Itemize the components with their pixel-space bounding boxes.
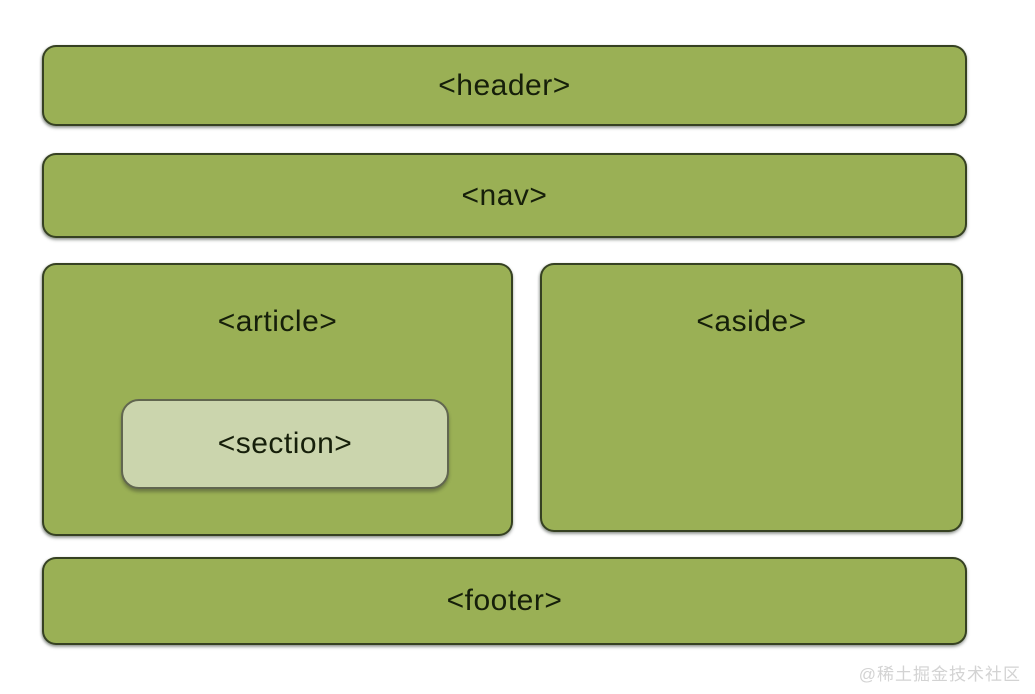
header-tag-label: <header> — [438, 68, 571, 102]
diagram-block-article: <article> <section> — [42, 263, 513, 536]
diagram-block-header: <header> — [42, 45, 967, 126]
aside-tag-label: <aside> — [696, 305, 807, 338]
article-tag-label: <article> — [217, 305, 338, 338]
watermark: @稀土掘金技术社区 — [858, 665, 1021, 684]
diagram-block-section: <section> — [121, 399, 449, 489]
diagram-block-aside: <aside> — [540, 263, 963, 532]
footer-tag-label: <footer> — [446, 584, 563, 617]
diagram-block-footer: <footer> — [42, 557, 967, 645]
diagram-block-nav: <nav> — [42, 153, 967, 238]
nav-tag-label: <nav> — [461, 178, 548, 212]
section-tag-label: <section> — [217, 427, 353, 460]
